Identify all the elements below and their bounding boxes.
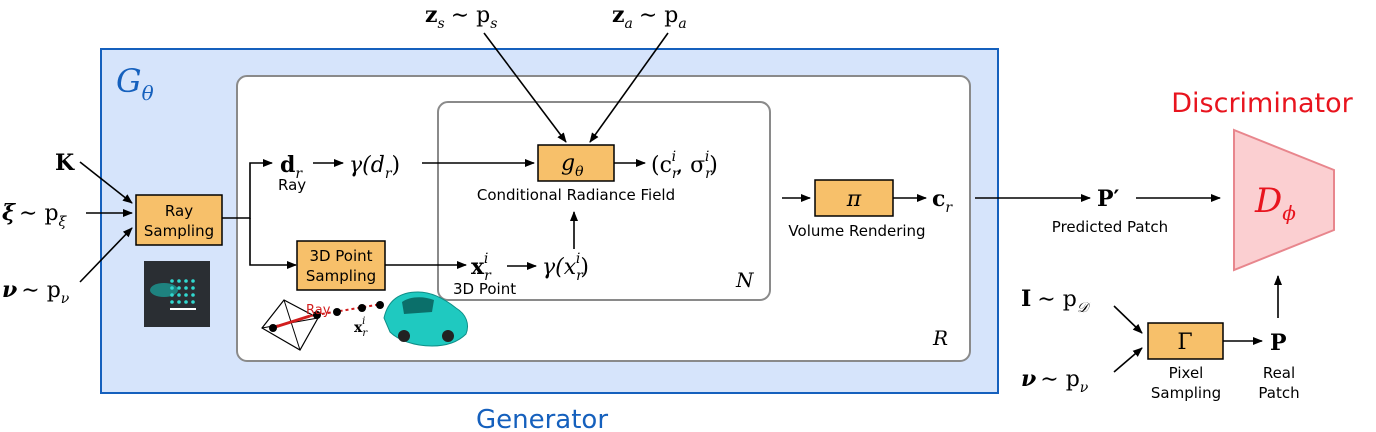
real-patch-label-1: Real: [1263, 364, 1295, 382]
gamma-box-label: Γ: [1177, 330, 1192, 355]
pixel-sampling-label-2: Sampling: [1151, 384, 1221, 402]
ray-image-label: Ray: [306, 303, 331, 318]
predicted-patch-label: Predicted Patch: [1052, 218, 1168, 236]
nu-input: ν∼ pν: [2, 277, 70, 307]
p-real: P: [1270, 330, 1287, 356]
x-r-i-image: xri: [354, 316, 368, 339]
g-theta-label: gθ: [561, 151, 584, 180]
i-input: I∼ p𝒟: [1021, 286, 1091, 316]
field-panel: [437, 101, 771, 301]
generator-symbol: Gθ: [116, 62, 154, 105]
car-icon: [383, 291, 469, 347]
p-prime: P′: [1097, 186, 1120, 212]
gamma-d: γ(dr): [349, 153, 400, 182]
nu2-input: ν∼ pν: [1021, 366, 1089, 396]
point-sampling-box: [296, 240, 386, 291]
zs-input: zs∼ ps: [425, 2, 497, 32]
d-r: dr: [280, 152, 303, 182]
g-theta-box: [537, 144, 615, 182]
pi-label: π: [846, 187, 862, 212]
pixel-sampling-label-1: Pixel: [1169, 364, 1204, 382]
color-density: (cri, σri): [651, 149, 718, 182]
real-patch-label-2: Patch: [1258, 384, 1299, 402]
c-r: cr: [932, 186, 953, 216]
k-input: K: [55, 150, 75, 176]
point-sampling-label-2: Sampling: [306, 267, 376, 285]
camera-grid-icon: [150, 279, 196, 310]
conditional-radiance-field-label: Conditional Radiance Field: [477, 186, 675, 204]
volume-rendering-label: Volume Rendering: [788, 222, 925, 240]
point-3d-label: 3D Point: [453, 280, 516, 298]
discriminator-shape: [1233, 128, 1335, 272]
ray-sampling-box: [135, 194, 223, 246]
ray-sampling-label-1: Ray: [165, 202, 193, 220]
xi-input: ξ∼ pξ: [2, 200, 68, 230]
point-sampling-label-1: 3D Point: [309, 247, 372, 265]
ray-label: Ray: [278, 176, 306, 194]
generator-caption: Generator: [476, 405, 608, 432]
n-label: N: [735, 268, 755, 292]
discriminator-title: Discriminator: [1171, 88, 1353, 119]
gamma-x: γ(xri): [542, 251, 589, 284]
discriminator-symbol: Dϕ: [1254, 181, 1296, 225]
pi-box: [814, 179, 894, 217]
ray-sampling-label-2: Sampling: [144, 222, 214, 240]
r-label: R: [932, 326, 948, 350]
ray-illustration: Ray xri: [261, 291, 469, 351]
za-input: za∼ pa: [612, 2, 687, 32]
x-r-i: xri: [471, 251, 492, 284]
